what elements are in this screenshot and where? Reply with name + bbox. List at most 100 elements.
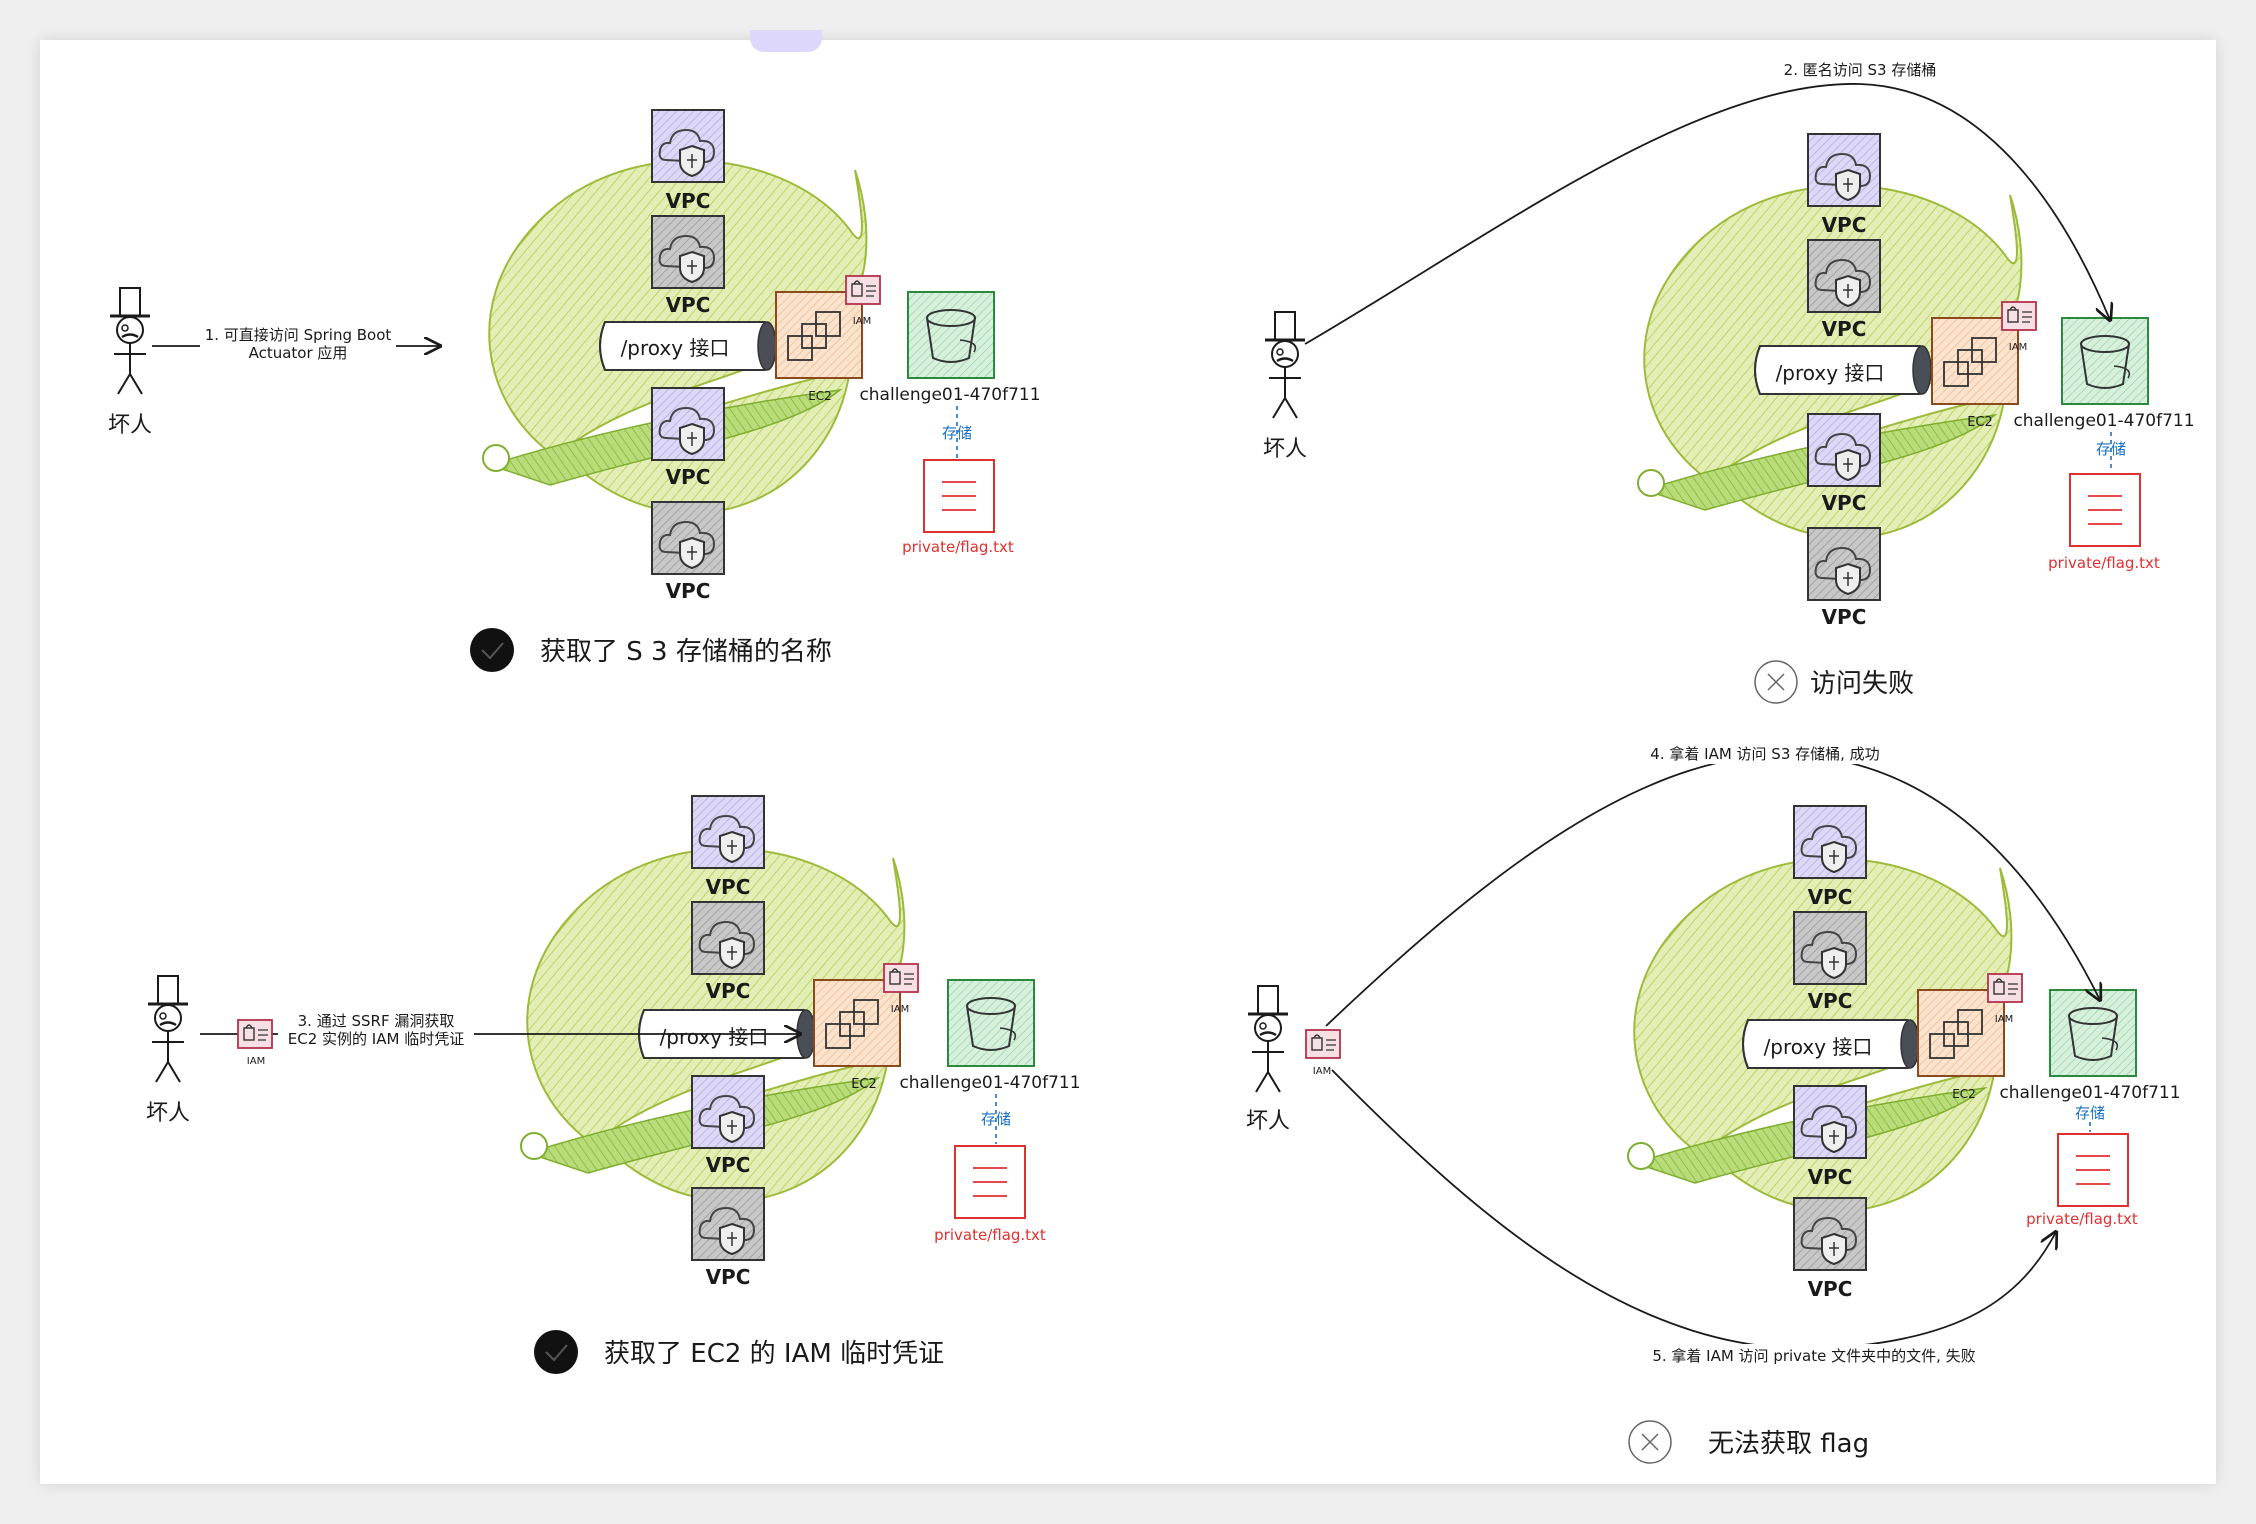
storage-label: 存储 bbox=[942, 424, 972, 442]
stickman-hat-icon bbox=[1263, 310, 1307, 420]
vpc-label: VPC bbox=[1808, 1165, 1853, 1189]
proxy-label: /proxy 接口 bbox=[660, 1025, 769, 1049]
vpc-label: VPC bbox=[666, 465, 711, 489]
vpc-icon bbox=[691, 1075, 765, 1149]
iam-badge-icon bbox=[237, 1019, 273, 1049]
step-label: 3. 通过 SSRF 漏洞获取 bbox=[298, 1012, 455, 1030]
stickman-hat-icon bbox=[1246, 984, 1290, 1094]
x-circle-icon bbox=[1628, 1420, 1672, 1464]
panel-4: VPC VPC VPC VPC /proxy 接口 EC2 IAM challe… bbox=[1246, 742, 2181, 1464]
result-text: 获取了 S 3 存储桶的名称 bbox=[540, 637, 832, 667]
carried-iam-label: IAM bbox=[1313, 1066, 1331, 1077]
vpc-label: VPC bbox=[1822, 317, 1867, 341]
vpc-label: VPC bbox=[666, 189, 711, 213]
vpc-label: VPC bbox=[706, 979, 751, 1003]
x-circle-icon bbox=[1754, 660, 1798, 704]
iam-badge-icon bbox=[1305, 1029, 1341, 1059]
step-label: 2. 匿名访问 S3 存储桶 bbox=[1784, 61, 1937, 79]
vpc-icon bbox=[1807, 527, 1881, 601]
vpc-icon bbox=[691, 795, 765, 869]
ec2-stack-icon bbox=[813, 979, 901, 1067]
result-text: 无法获取 flag bbox=[1708, 1429, 1869, 1459]
vpc-icon bbox=[1807, 239, 1881, 313]
proxy-label: /proxy 接口 bbox=[1776, 361, 1885, 385]
file-label: private/flag.txt bbox=[2026, 1210, 2138, 1228]
vpc-label: VPC bbox=[1822, 213, 1867, 237]
result-text: 访问失败 bbox=[1810, 669, 1914, 699]
attacker-label: 坏人 bbox=[1246, 1109, 1290, 1134]
vpc-label: VPC bbox=[666, 293, 711, 317]
bucket-icon bbox=[947, 979, 1035, 1067]
bucket-icon bbox=[907, 291, 995, 379]
panel-3: VPC VPC VPC VPC /proxy 接口 EC2 IAM challe… bbox=[146, 795, 1081, 1374]
vpc-label: VPC bbox=[706, 1265, 751, 1289]
step-label: 1. 可直接访问 Spring Boot bbox=[205, 326, 392, 344]
vpc-icon bbox=[1793, 1197, 1867, 1271]
bucket-label: challenge01-470f711 bbox=[2013, 411, 2194, 431]
document-icon bbox=[2057, 1133, 2129, 1207]
vpc-icon bbox=[1793, 911, 1867, 985]
check-circle-icon bbox=[470, 628, 514, 672]
vpc-icon bbox=[1793, 1085, 1867, 1159]
vpc-icon bbox=[651, 501, 725, 575]
vpc-icon bbox=[651, 387, 725, 461]
storage-label: 存储 bbox=[2075, 1104, 2105, 1122]
iam-label: IAM bbox=[2009, 342, 2027, 353]
vpc-label: VPC bbox=[1808, 1277, 1853, 1301]
vpc-label: VPC bbox=[1808, 989, 1853, 1013]
step-label: EC2 实例的 IAM 临时凭证 bbox=[288, 1030, 464, 1048]
ec2-label: EC2 bbox=[1967, 415, 1993, 430]
document-icon bbox=[2069, 473, 2141, 547]
ec2-label: EC2 bbox=[851, 1077, 877, 1092]
iam-label: IAM bbox=[1995, 1014, 2013, 1025]
proxy-label: /proxy 接口 bbox=[621, 336, 730, 360]
bucket-icon bbox=[2049, 989, 2137, 1077]
vpc-icon bbox=[1807, 413, 1881, 487]
storage-label: 存储 bbox=[2096, 440, 2126, 458]
file-label: private/flag.txt bbox=[902, 538, 1014, 556]
storage-label: 存储 bbox=[981, 1110, 1011, 1128]
result-text: 获取了 EC2 的 IAM 临时凭证 bbox=[604, 1339, 944, 1369]
step-label: 5. 拿着 IAM 访问 private 文件夹中的文件, 失败 bbox=[1652, 1347, 1975, 1365]
vpc-icon bbox=[651, 215, 725, 289]
stickman-hat-icon bbox=[146, 974, 190, 1084]
panel-1: VPC VPC VPC VPC /proxy 接口 EC2 IAM challe… bbox=[108, 109, 1041, 672]
iam-badge-icon bbox=[2001, 301, 2037, 331]
vpc-label: VPC bbox=[1822, 491, 1867, 515]
step-label: 4. 拿着 IAM 访问 S3 存储桶, 成功 bbox=[1650, 745, 1879, 763]
vpc-icon bbox=[691, 1187, 765, 1261]
ec2-label: EC2 bbox=[808, 389, 832, 403]
vpc-icon bbox=[1793, 805, 1867, 879]
vpc-label: VPC bbox=[666, 579, 711, 603]
bucket-label: challenge01-470f711 bbox=[899, 1073, 1080, 1093]
vpc-icon bbox=[691, 901, 765, 975]
attacker-label: 坏人 bbox=[108, 413, 152, 438]
bucket-icon bbox=[2061, 317, 2149, 405]
vpc-icon bbox=[651, 109, 725, 183]
stickman-hat-icon bbox=[108, 286, 152, 396]
vpc-label: VPC bbox=[706, 1153, 751, 1177]
document-icon bbox=[923, 459, 995, 533]
ec2-stack-icon bbox=[1917, 989, 2005, 1077]
vpc-label: VPC bbox=[706, 875, 751, 899]
panel-2: VPC VPC VPC VPC /proxy 接口 EC2 IAM challe… bbox=[1263, 58, 2195, 704]
iam-badge-icon bbox=[845, 275, 881, 305]
check-circle-icon bbox=[534, 1330, 578, 1374]
iam-badge-icon bbox=[883, 963, 919, 993]
vpc-label: VPC bbox=[1822, 605, 1867, 629]
attacker-label: 坏人 bbox=[146, 1101, 190, 1126]
step-label: Actuator 应用 bbox=[249, 344, 348, 362]
bucket-label: challenge01-470f711 bbox=[1999, 1083, 2180, 1103]
file-label: private/flag.txt bbox=[934, 1226, 1046, 1244]
bucket-label: challenge01-470f711 bbox=[859, 385, 1040, 405]
iam-label: IAM bbox=[891, 1004, 909, 1015]
carried-iam-label: IAM bbox=[247, 1056, 265, 1067]
iam-badge-icon bbox=[1987, 973, 2023, 1003]
attacker-label: 坏人 bbox=[1263, 437, 1307, 462]
document-icon bbox=[954, 1145, 1026, 1219]
proxy-label: /proxy 接口 bbox=[1764, 1035, 1873, 1059]
top-tab-handle[interactable] bbox=[750, 30, 822, 52]
vpc-label: VPC bbox=[1808, 885, 1853, 909]
iam-label: IAM bbox=[853, 316, 871, 327]
